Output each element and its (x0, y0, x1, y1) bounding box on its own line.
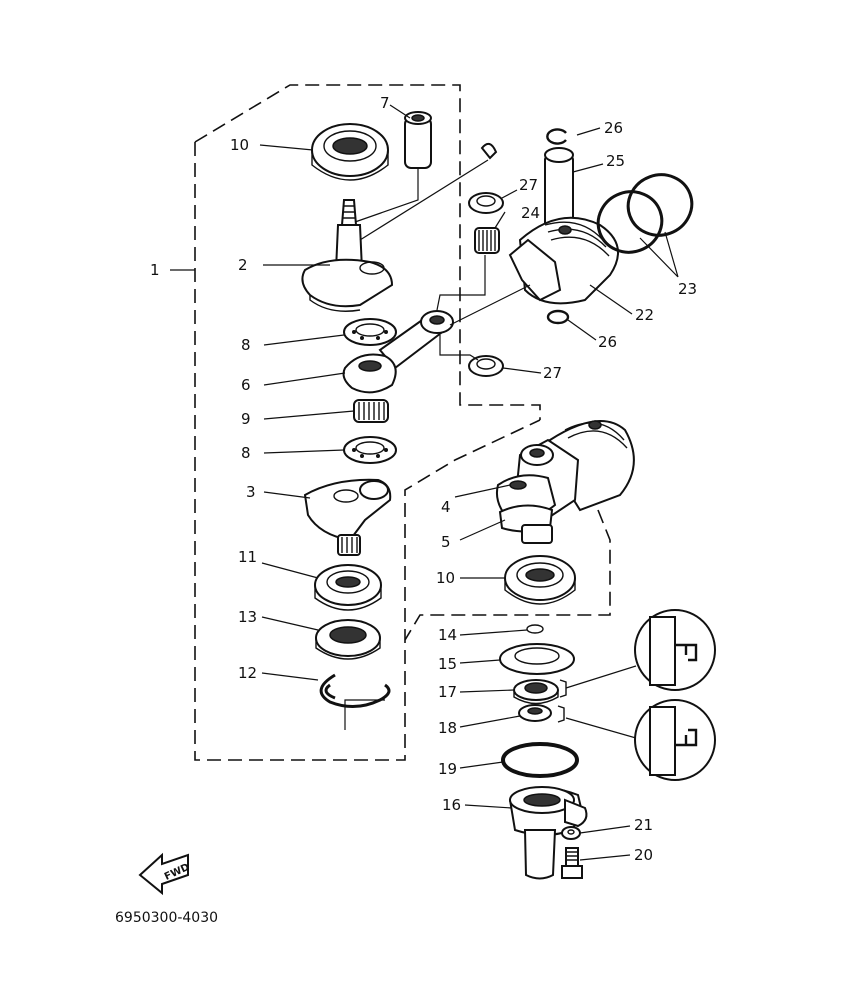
callout-1: 1 (150, 261, 160, 279)
seal-detail-circle-lower (565, 699, 716, 781)
callout-19: 19 (438, 760, 457, 778)
callout-4: 4 (441, 498, 451, 516)
callout-25: 25 (606, 152, 625, 170)
callout-26b: 26 (598, 333, 617, 351)
callout-6: 6 (241, 376, 251, 394)
housing-16 (508, 786, 588, 880)
callout-14: 14 (438, 626, 457, 644)
callout-3: 3 (246, 483, 256, 501)
washer-21 (561, 826, 581, 840)
bearing-10-top (311, 123, 389, 181)
connecting-rod-6 (342, 310, 454, 394)
bearing-10-lower (504, 555, 576, 605)
leader-lines (170, 104, 679, 861)
callout-27a: 27 (519, 176, 538, 194)
thrust-washer-8-upper (343, 318, 397, 346)
callout-15: 15 (438, 655, 457, 673)
assembled-crank-4-5 (495, 420, 635, 544)
callout-8b: 8 (241, 444, 251, 462)
clip-26-bottom (546, 309, 570, 325)
seal-13 (315, 619, 381, 660)
bolt-20 (561, 847, 583, 879)
crank-pin-7 (404, 111, 432, 169)
needle-bearing-9 (353, 399, 389, 423)
callout-20: 20 (634, 846, 653, 864)
seal-17 (513, 679, 567, 705)
o-ring-14 (526, 624, 544, 634)
piston-rings-23 (596, 173, 694, 254)
o-ring-19 (501, 742, 579, 778)
clip-26-top (546, 128, 567, 145)
callout-17: 17 (438, 683, 457, 701)
callout-8a: 8 (241, 336, 251, 354)
callout-26a: 26 (604, 119, 623, 137)
callout-13: 13 (238, 608, 257, 626)
assembly-1-boundary (194, 84, 611, 761)
callout-16: 16 (442, 796, 461, 814)
seal-18 (518, 704, 565, 723)
snap-ring-12 (319, 673, 391, 708)
washer-15 (499, 643, 575, 675)
piston-22 (508, 216, 619, 305)
callout-labels: 1 2 3 4 5 6 7 8 8 9 10 10 11 12 13 14 15… (150, 94, 697, 864)
washer-27-top (468, 192, 504, 214)
seal-detail-circle-upper (565, 609, 716, 691)
callout-7: 7 (380, 94, 390, 112)
lower-crank-3 (303, 478, 392, 556)
upper-crank-2 (301, 199, 394, 312)
fwd-arrow-icon: FWD (138, 852, 191, 896)
callout-23: 23 (678, 280, 697, 298)
callout-9: 9 (241, 410, 251, 428)
woodruff-key (480, 142, 498, 160)
needle-bearing-24 (474, 227, 500, 254)
diagram-code: 6950300-4030 (115, 910, 218, 926)
thrust-washer-8-lower (343, 436, 397, 464)
callout-11: 11 (238, 548, 257, 566)
callout-24: 24 (521, 204, 540, 222)
callout-21: 21 (634, 816, 653, 834)
callout-5: 5 (441, 533, 451, 551)
bearing-11 (314, 564, 382, 611)
callout-12: 12 (238, 664, 257, 682)
callout-10b: 10 (436, 569, 455, 587)
callout-2: 2 (238, 256, 248, 274)
washer-27-bottom (468, 355, 504, 377)
callout-18: 18 (438, 719, 457, 737)
callout-22: 22 (635, 306, 654, 324)
callout-27b: 27 (543, 364, 562, 382)
callout-10a: 10 (230, 136, 249, 154)
